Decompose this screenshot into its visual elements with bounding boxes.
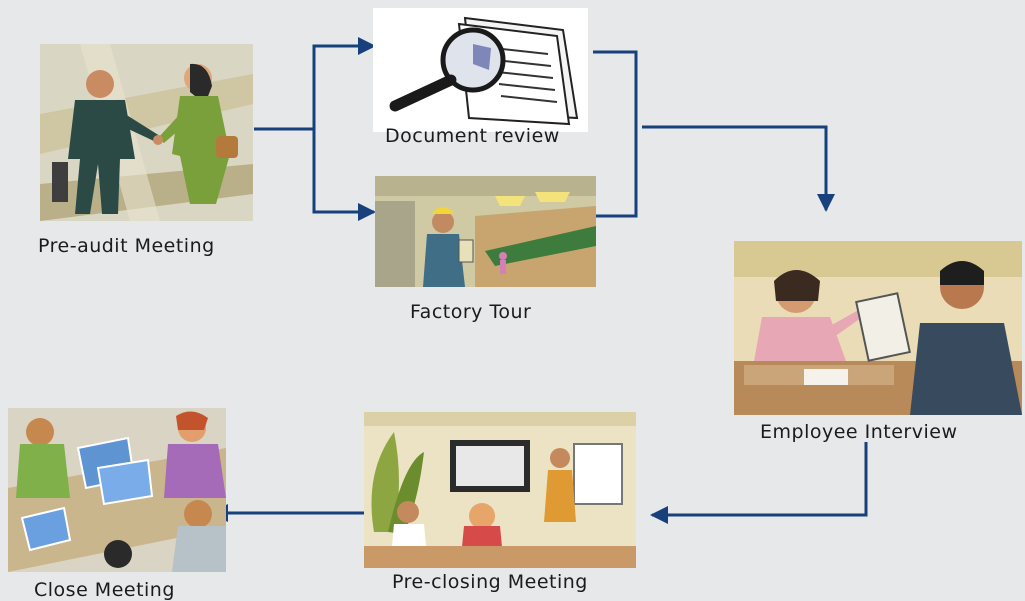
handshake-clipart-icon: [40, 44, 253, 221]
step-label: Close Meeting: [34, 579, 175, 601]
presentation-icon: [364, 412, 636, 568]
step-label: Document review: [385, 125, 560, 147]
step-document-review: [373, 8, 588, 132]
step-pre-closing-meeting: [364, 412, 636, 568]
magnifier-document-icon: [373, 8, 588, 132]
step-label: Pre-audit Meeting: [38, 235, 215, 257]
step-label: Employee Interview: [760, 421, 958, 443]
step-factory-tour: [375, 176, 596, 287]
connector-doc-review-join: [593, 50, 638, 218]
step-employee-interview: [734, 241, 1022, 415]
connector-to-doc-review: [312, 37, 376, 129]
team-meeting-icon: [8, 408, 226, 572]
interview-icon: [734, 241, 1022, 415]
step-pre-audit-meeting: [40, 44, 253, 221]
connector-to-preclosing: [650, 442, 868, 524]
connector-to-factory-tour: [312, 129, 376, 221]
factory-worker-icon: [375, 176, 596, 287]
step-label: Pre-closing Meeting: [392, 571, 588, 593]
step-label: Factory Tour: [410, 301, 532, 323]
step-close-meeting: [8, 408, 226, 572]
connector-to-interview: [642, 125, 835, 212]
